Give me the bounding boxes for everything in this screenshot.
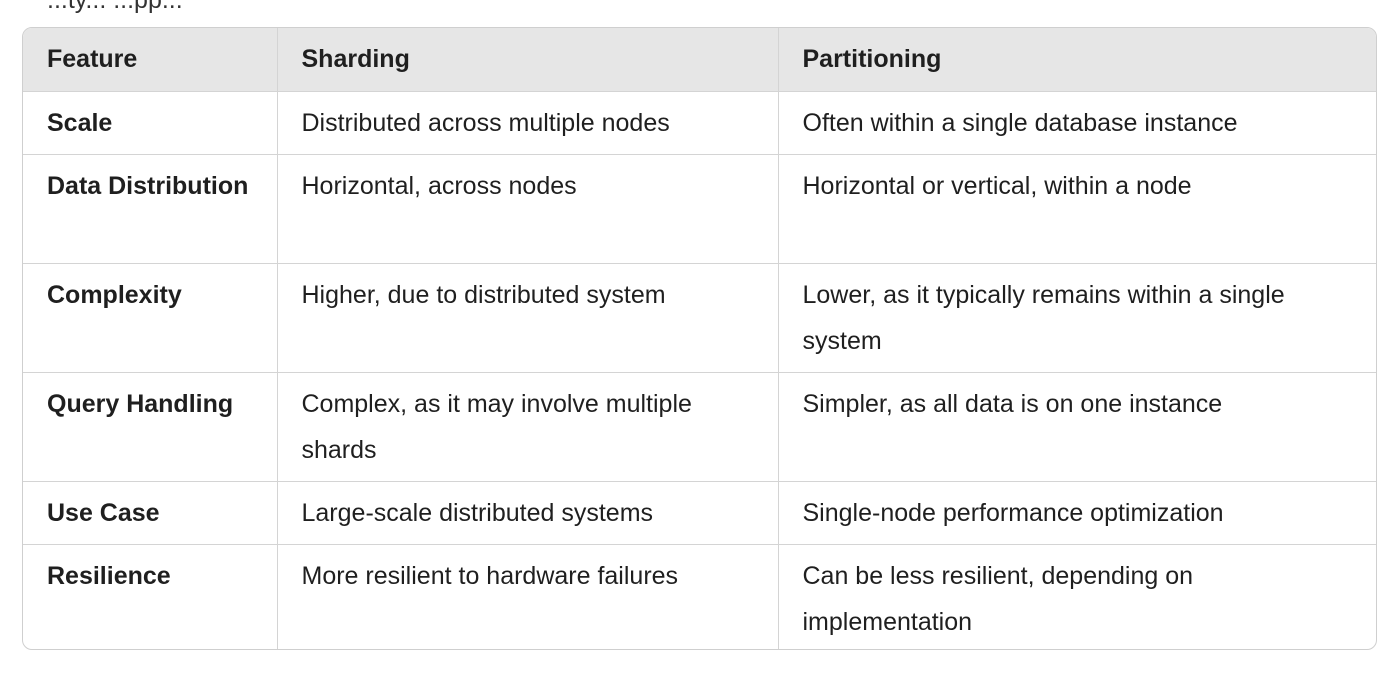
- row-partitioning-cell: Horizontal or vertical, within a node: [778, 154, 1376, 264]
- table-row: Use Case Large-scale distributed systems…: [23, 481, 1376, 545]
- row-feature-cell: Scale: [23, 91, 278, 155]
- row-feature-cell: Data Distribution: [23, 154, 278, 264]
- row-sharding-cell: Horizontal, across nodes: [277, 154, 779, 264]
- row-sharding-cell: More resilient to hardware failures: [277, 544, 779, 649]
- header-feature: Feature: [23, 28, 278, 92]
- row-partitioning-cell: Single-node performance optimization: [778, 481, 1376, 545]
- row-feature-cell: Resilience: [23, 544, 278, 649]
- table-row: Data Distribution Horizontal, across nod…: [23, 154, 1376, 264]
- row-partitioning-cell: Can be less resilient, depending on impl…: [802, 561, 1194, 636]
- row-feature-cell: Query Handling: [23, 372, 278, 482]
- table-row: Resilience More resilient to hardware fa…: [23, 544, 1376, 649]
- header-sharding: Sharding: [277, 28, 779, 92]
- table-row: Query Handling Complex, as it may involv…: [23, 372, 1376, 482]
- row-partitioning-cell: Lower, as it typically remains within a …: [778, 263, 1376, 373]
- table-row: Complexity Higher, due to distributed sy…: [23, 263, 1376, 373]
- row-partitioning-cell: Often within a single database instance: [778, 91, 1376, 155]
- header-partitioning: Partitioning: [778, 28, 1376, 92]
- row-feature-cell: Complexity: [23, 263, 278, 373]
- row-partitioning-cell: Simpler, as all data is on one instance: [778, 372, 1376, 482]
- row-feature-cell: Use Case: [23, 481, 278, 545]
- table-row: Scale Distributed across multiple nodes …: [23, 91, 1376, 155]
- row-sharding-cell: Large-scale distributed systems: [277, 481, 779, 545]
- row-sharding-cell: Complex, as it may involve multiple shar…: [277, 372, 779, 482]
- comparison-table: Feature Sharding Partitioning Scale Dist…: [23, 28, 1376, 649]
- comparison-table-container: Feature Sharding Partitioning Scale Dist…: [22, 27, 1377, 650]
- row-sharding-cell: Distributed across multiple nodes: [277, 91, 779, 155]
- clipped-text-fragment: ...ty... ...pp...: [47, 0, 183, 14]
- row-sharding-cell: Higher, due to distributed system: [277, 263, 779, 373]
- table-header-row: Feature Sharding Partitioning: [23, 28, 1376, 92]
